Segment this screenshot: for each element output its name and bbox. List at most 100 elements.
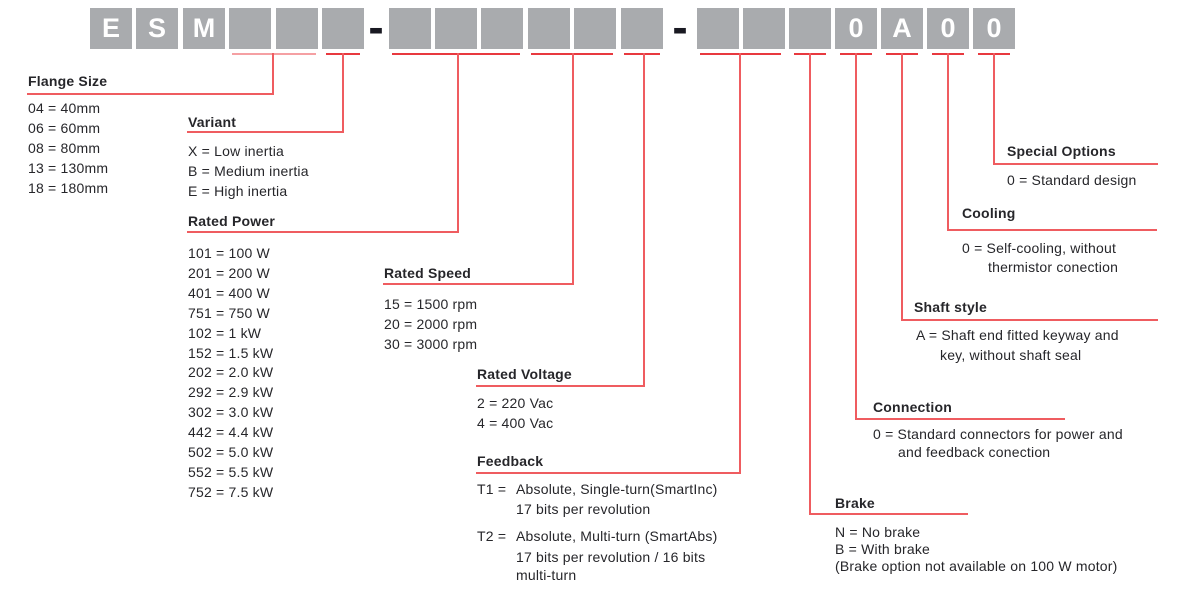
voltage-underline — [476, 385, 645, 387]
flange-item: 08 = 80mm — [28, 140, 101, 156]
shaft-line-1: A = Shaft end fitted keyway and — [916, 327, 1119, 343]
voltage-connector-line — [643, 53, 645, 387]
cooling-line-2: thermistor conection — [988, 259, 1119, 275]
power-tick — [392, 53, 520, 55]
special-underline — [993, 163, 1158, 165]
feedback-t2-line-2: 17 bits per revolution / 16 bits — [516, 549, 706, 565]
rated-speed-item: 20 = 2000 rpm — [384, 316, 478, 332]
code-box-17: A — [881, 8, 923, 49]
special-connector-line — [993, 53, 995, 165]
code-box-16: 0 — [835, 8, 877, 49]
brake-item: (Brake option not available on 100 W mot… — [835, 558, 1118, 574]
code-box-5 — [276, 8, 318, 49]
cooling-title: Cooling — [962, 205, 1016, 221]
brake-item: N = No brake — [835, 524, 921, 540]
code-box-6 — [322, 8, 364, 49]
flange-connector-line — [272, 53, 274, 95]
rated-voltage-title: Rated Voltage — [477, 366, 572, 382]
rated-power-list: 101 = 100 W 201 = 200 W 401 = 400 W 751 … — [188, 244, 273, 503]
brake-underline — [809, 513, 968, 515]
feedback-underline — [476, 472, 741, 474]
rated-power-item: 101 = 100 W — [188, 245, 270, 261]
feedback-t2-line-1: Absolute, Multi-turn (SmartAbs) — [516, 528, 718, 544]
connection-line-1: 0 = Standard connectors for power and — [873, 426, 1123, 442]
flange-underline — [27, 93, 274, 95]
feedback-connector-line — [739, 53, 741, 474]
variant-item: E = High inertia — [188, 183, 288, 199]
code-box-14 — [743, 8, 785, 49]
brake-connector-line — [809, 53, 811, 515]
code-separator-1: - — [368, 0, 384, 53]
variant-underline — [187, 131, 344, 133]
rated-power-item: 502 = 5.0 kW — [188, 444, 274, 461]
voltage-tick — [624, 53, 660, 55]
rated-power-item: 751 = 750 W — [188, 304, 270, 321]
code-box-18: 0 — [927, 8, 969, 49]
rated-power-item: 442 = 4.4 kW — [188, 424, 274, 441]
feedback-title: Feedback — [477, 453, 544, 469]
feedback-code-t1: T1 = — [477, 481, 507, 497]
power-underline — [187, 231, 459, 233]
shaft-underline — [901, 319, 1158, 321]
rated-power-item: 102 = 1 kW — [188, 324, 262, 341]
variant-list: X = Low inertia B = Medium inertia E = H… — [188, 141, 309, 201]
flange-tick — [232, 53, 316, 55]
cooling-connector-line — [947, 53, 949, 231]
rated-power-item: 201 = 200 W — [188, 264, 270, 281]
feedback-t2-line-3: multi-turn — [516, 567, 577, 583]
rated-power-item: 152 = 1.5 kW — [188, 344, 274, 361]
code-box-2: S — [136, 8, 178, 49]
code-box-11 — [574, 8, 616, 49]
flange-item: 04 = 40mm — [28, 100, 101, 116]
flange-item: 06 = 60mm — [28, 120, 101, 136]
code-box-10 — [528, 8, 570, 49]
rated-power-item: 202 = 2.0 kW — [188, 364, 274, 381]
rated-speed-item: 30 = 3000 rpm — [384, 336, 478, 352]
rated-power-item: 552 = 5.5 kW — [188, 463, 274, 480]
rated-speed-item: 15 = 1500 rpm — [384, 296, 478, 312]
feedback-t1-line-1: Absolute, Single-turn(SmartInc) — [516, 481, 718, 497]
connection-connector-line — [855, 53, 857, 420]
shaft-connector-line — [901, 53, 903, 321]
power-connector-line — [457, 53, 459, 233]
shaft-style-title: Shaft style — [914, 299, 987, 315]
flange-size-title: Flange Size — [28, 73, 108, 89]
rated-voltage-item: 4 = 400 Vac — [477, 415, 554, 431]
variant-item: X = Low inertia — [188, 143, 284, 159]
flange-item: 18 = 180mm — [28, 180, 109, 196]
brake-item: B = With brake — [835, 541, 931, 557]
variant-connector-line — [342, 53, 344, 133]
rated-voltage-item: 2 = 220 Vac — [477, 395, 554, 411]
code-box-1: E — [90, 8, 132, 49]
shaft-line-2: key, without shaft seal — [940, 347, 1082, 363]
code-separator-2: - — [672, 0, 688, 53]
variant-title: Variant — [188, 114, 237, 130]
rated-power-item: 292 = 2.9 kW — [188, 384, 274, 401]
variant-item: B = Medium inertia — [188, 163, 309, 179]
speed-connector-line — [572, 53, 574, 285]
feedback-t1-line-2: 17 bits per revolution — [516, 501, 651, 517]
code-box-4 — [229, 8, 271, 49]
rated-power-title: Rated Power — [188, 213, 275, 229]
code-box-12 — [621, 8, 663, 49]
flange-size-list: 04 = 40mm 06 = 60mm 08 = 80mm 13 = 130mm… — [28, 98, 108, 198]
code-box-7 — [389, 8, 431, 49]
code-box-15 — [789, 8, 831, 49]
rated-power-item: 401 = 400 W — [188, 284, 270, 301]
speed-underline — [383, 283, 574, 285]
flange-item: 13 = 130mm — [28, 160, 109, 176]
connection-line-2: and feedback conection — [898, 444, 1051, 460]
code-box-13 — [697, 8, 739, 49]
code-box-9 — [481, 8, 523, 49]
cooling-line-1: 0 = Self-cooling, without — [962, 240, 1117, 256]
rated-power-item: 752 = 7.5 kW — [188, 483, 274, 500]
special-options-title: Special Options — [1007, 143, 1116, 159]
brake-list: N = No brake B = With brake (Brake optio… — [835, 524, 1118, 575]
rated-speed-list: 15 = 1500 rpm 20 = 2000 rpm 30 = 3000 rp… — [384, 294, 477, 354]
special-options-line-1: 0 = Standard design — [1007, 172, 1137, 188]
connection-underline — [855, 418, 1065, 420]
code-box-8 — [435, 8, 477, 49]
connection-title: Connection — [873, 399, 952, 415]
rated-speed-title: Rated Speed — [384, 265, 471, 281]
